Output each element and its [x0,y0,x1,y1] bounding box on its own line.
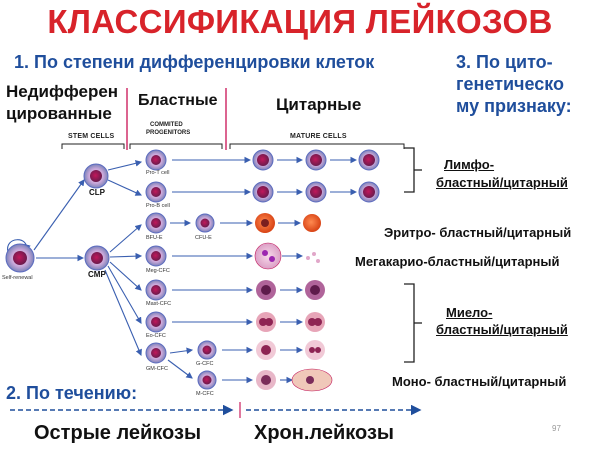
prog-label-meg-cfc: Meg-CFC [146,268,170,274]
progenitor-cell-3 [145,212,167,234]
second-progenitor-cell-2 [197,340,217,360]
arrow-cmp-to-eocfc [107,265,142,324]
second-progenitor-cell-1 [195,213,215,233]
type-myelo-line-2: бластный/цитарный [436,322,568,337]
progenitor-cell-1 [145,149,167,171]
mature-t-cells [252,149,380,171]
bracket-progenitors [129,143,223,149]
type-erythro: Эритро- бластный/цитарный [384,225,572,240]
mature-megakaryocyte [254,242,320,270]
arrow-cmp-to-megcfc [109,252,143,260]
arrow-cmp-to-gmcfc [104,269,142,357]
brace-lympho [404,147,415,193]
course-acute: Острые лейкозы [34,422,202,444]
level-undiff-line-2: цированные [6,104,112,123]
section-2-heading: 2. По течению: [6,383,138,403]
column-progenitors-line-1: COMMITED [150,122,183,128]
type-myelo-line-1: Миело- [446,305,493,320]
progenitor-cell-4 [145,245,167,267]
cmp-cell [84,245,110,271]
arrow-gmcfc-to-mcfc [167,359,193,379]
bracket-mature [229,143,405,149]
mature-eosinophil [256,312,325,332]
node-cmp-label: CMP [88,270,106,279]
level-undiff-line-1: Недифферен [6,82,119,101]
prog-label-g-cfc: G-CFC [196,361,214,367]
self-renewal-label: Self-renewal [2,275,33,281]
section-3-line-1: 3. По цито- [456,52,553,72]
clp-cell [83,163,109,189]
type-mono: Моно- бластный/цитарный [392,374,567,389]
course-chronic: Хрон.лейкозы [254,422,394,444]
prog-label-pro-b: Pro-B cell [146,203,170,209]
prog-label-cfu-e: CFU-E [195,235,212,241]
prog-label-mast-cfc: Mast-CFC [146,301,172,307]
progenitor-cell-6 [145,311,167,333]
level-blast: Бластные [138,92,218,109]
section-1-heading: 1. По степени дифференцировки клеток [14,52,375,72]
level-cytar: Цитарные [276,95,362,114]
prog-label-m-cfc: M-CFC [196,391,214,397]
type-lympho-line-1: Лимфо- [444,157,495,172]
prog-label-pro-t: Pro-T cell [146,170,170,176]
prog-label-eo-cfc: Eo-CFC [146,333,166,339]
arrow-gmcfc-to-gcfc [169,347,194,355]
arrow-clp-to-prot [107,160,143,171]
progenitor-cell-7 [145,342,167,364]
arrow-hsc-to-clp [33,179,85,251]
prog-label-bfu-e: BFU-E [146,235,163,241]
mature-erythroid [255,213,321,233]
mature-mast-cell [256,280,325,300]
arrow-clp-to-prob [107,179,143,196]
progenitor-cell-2 [145,181,167,203]
progenitor-cell-5 [145,279,167,301]
arrow-cmp-to-bfue [109,224,142,253]
page-number: 97 [552,424,561,433]
brace-myelo [404,283,415,363]
type-lympho-line-2: бластный/цитарный [436,175,568,190]
page-title: КЛАССИФИКАЦИЯ ЛЕЙКОЗОВ [47,3,553,40]
second-progenitor-cell-3 [197,370,217,390]
mature-b-cells [252,181,380,203]
column-mature-cells: MATURE CELLS [290,133,347,140]
node-clp-label: CLP [89,188,105,197]
mature-monocyte-macrophage [256,368,333,392]
column-stem-cells: STEM CELLS [68,133,115,140]
section-3-line-2: генетическо [456,74,565,94]
stem-cell-hsc [5,243,35,273]
mature-neutrophil [256,340,325,360]
bracket-stem-cells [61,143,125,149]
arrow-cmp-to-mastcfc [109,261,142,291]
column-progenitors-line-2: PROGENITORS [146,130,191,136]
section-3-line-3: му признаку: [456,96,572,116]
type-megakaryo: Мегакарио-бластный/цитарный [355,254,560,269]
prog-label-gm-cfc: GM-CFC [146,366,168,372]
